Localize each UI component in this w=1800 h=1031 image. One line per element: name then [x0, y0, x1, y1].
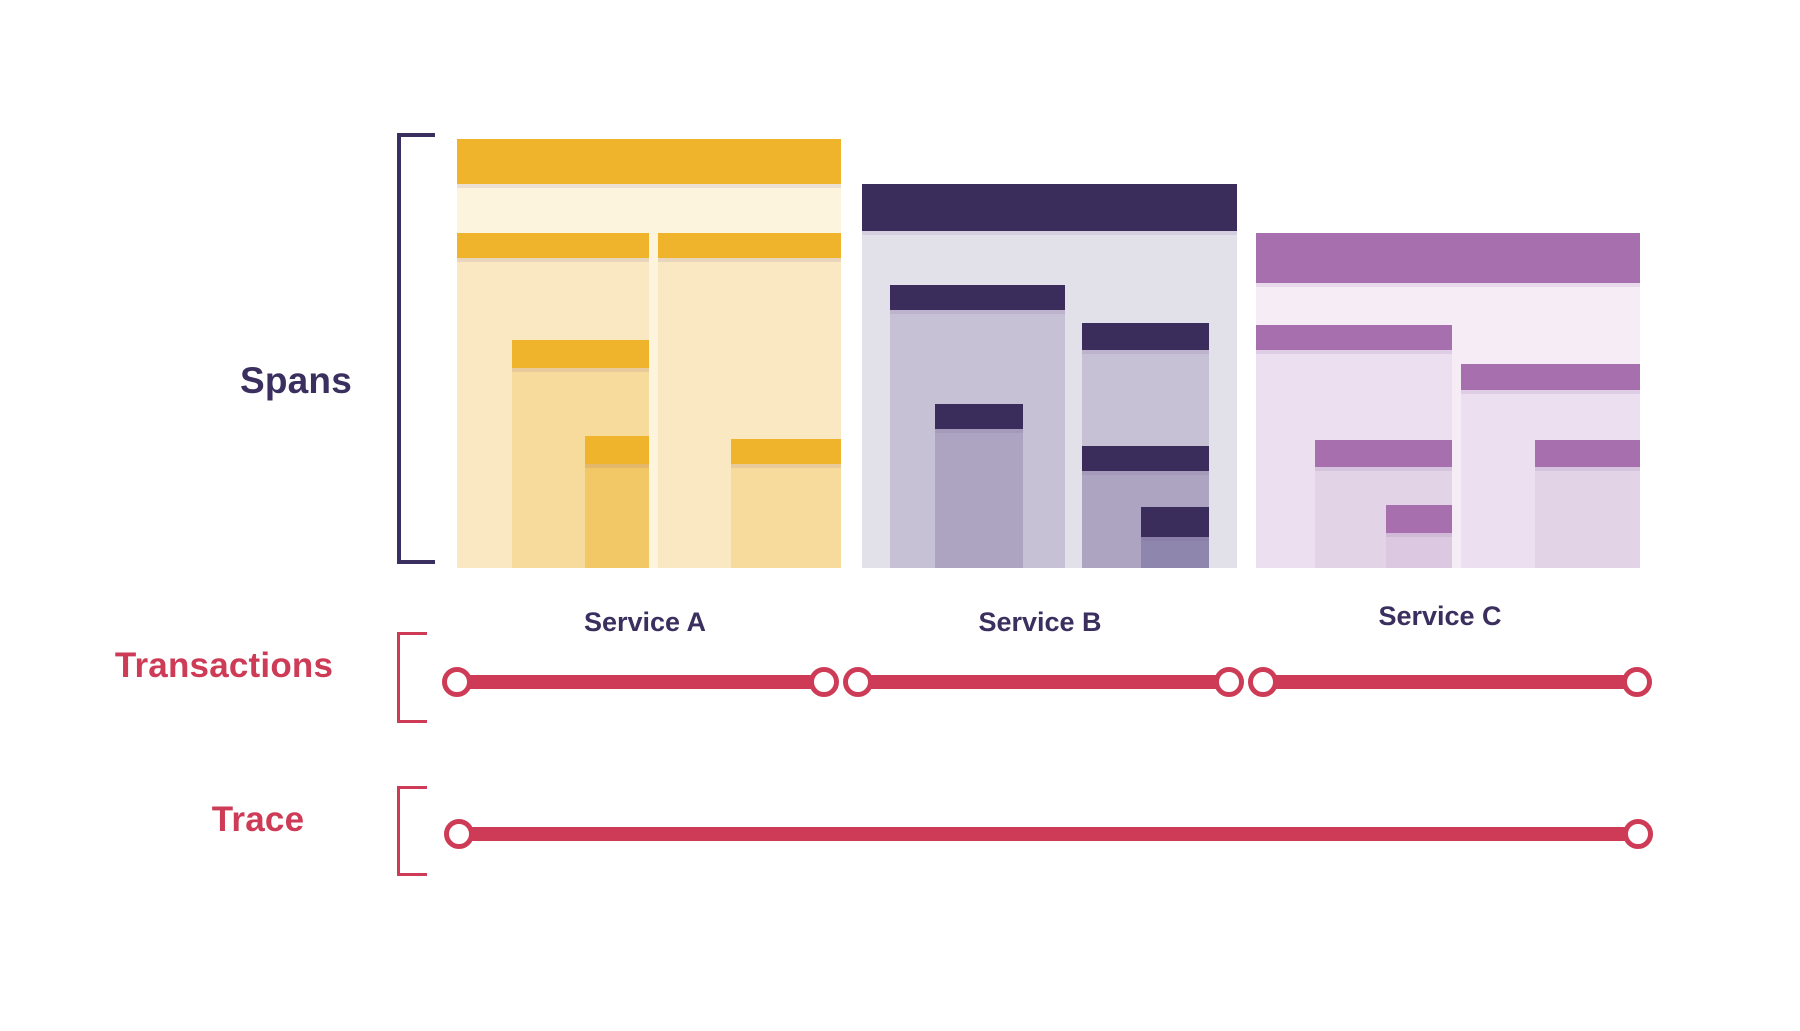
- transactions-label: Transactions: [114, 646, 334, 685]
- trace-label: Trace: [211, 800, 305, 839]
- service-b-grandchild-span-1-header: [935, 404, 1023, 429]
- trace-bracket: [397, 786, 427, 876]
- service-c-block: [1256, 233, 1640, 568]
- service-a-great-grandchild-span-body: [585, 464, 649, 568]
- spans-bracket: [397, 133, 435, 564]
- service-b-root-span-header: [862, 184, 1237, 231]
- service-b-block: [862, 184, 1237, 568]
- service-c-grandchild-span-2-body: [1535, 467, 1640, 568]
- transaction-line-service-b: [858, 675, 1229, 689]
- service-c-great-grandchild-span-body: [1386, 533, 1452, 568]
- service-b-child-span-1-header: [890, 285, 1065, 310]
- transaction-line-service-a: [457, 675, 824, 689]
- service-b-grandchild-span-1-body: [935, 429, 1023, 568]
- transaction-a-start-circle: [442, 667, 472, 697]
- service-b-great-grandchild-span-body: [1141, 537, 1209, 568]
- transaction-c-start-circle: [1248, 667, 1278, 697]
- service-a-grandchild-span-2-header: [731, 439, 841, 464]
- service-a-grandchild-span-2-body: [731, 464, 841, 568]
- service-a-label: Service A: [583, 607, 707, 637]
- service-a-child-span-2-header: [658, 233, 841, 258]
- service-c-child-span-2-header: [1461, 364, 1640, 390]
- transaction-b-end-circle: [1214, 667, 1244, 697]
- trace-start-circle: [444, 819, 474, 849]
- service-c-grandchild-span-2-header: [1535, 440, 1640, 467]
- service-a-root-span-header: [457, 139, 841, 184]
- trace-line: [459, 827, 1638, 841]
- trace-end-circle: [1623, 819, 1653, 849]
- service-a-block: [457, 139, 841, 568]
- service-b-great-grandchild-span-header: [1141, 507, 1209, 537]
- transaction-line-service-c: [1263, 675, 1637, 689]
- transactions-bracket: [397, 632, 427, 723]
- service-a-great-grandchild-span-header: [585, 436, 649, 464]
- service-b-grandchild-span-2-header: [1082, 446, 1209, 471]
- transaction-a-end-circle: [809, 667, 839, 697]
- service-a-child-span-1-header: [457, 233, 649, 258]
- service-a-grandchild-span-1-header: [512, 340, 649, 368]
- service-c-root-span-header: [1256, 233, 1640, 283]
- service-c-child-span-1-header: [1256, 325, 1452, 350]
- service-b-child-span-2-header: [1082, 323, 1209, 350]
- service-b-label: Service B: [978, 607, 1102, 637]
- service-c-great-grandchild-span-header: [1386, 505, 1452, 533]
- spans-label: Spans: [239, 360, 353, 401]
- transaction-c-end-circle: [1622, 667, 1652, 697]
- service-c-label: Service C: [1378, 601, 1502, 631]
- service-c-grandchild-span-1-header: [1315, 440, 1452, 467]
- transaction-b-start-circle: [843, 667, 873, 697]
